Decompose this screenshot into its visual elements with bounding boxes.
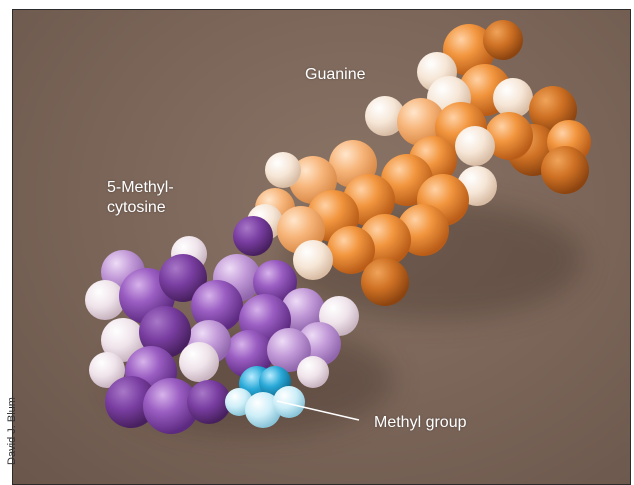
methylcytosine-label: 5-Methyl- cytosine bbox=[107, 178, 174, 218]
guanine-label: Guanine bbox=[305, 66, 366, 83]
methyl-group-pointer bbox=[276, 400, 360, 421]
molecule-photo: Guanine 5-Methyl- cytosine Methyl group bbox=[12, 9, 631, 485]
methylcytosine-molecule bbox=[85, 216, 359, 434]
guanine-molecule bbox=[247, 20, 591, 306]
molecule-model bbox=[85, 20, 591, 435]
methylcytosine-label-line1: 5-Methyl- bbox=[107, 179, 174, 196]
methylcytosine-label-line2: cytosine bbox=[107, 199, 166, 216]
methyl-group-label: Methyl group bbox=[374, 414, 467, 431]
methyl-group-atoms bbox=[225, 366, 305, 428]
photo-credit: David J. Blum bbox=[6, 397, 18, 465]
